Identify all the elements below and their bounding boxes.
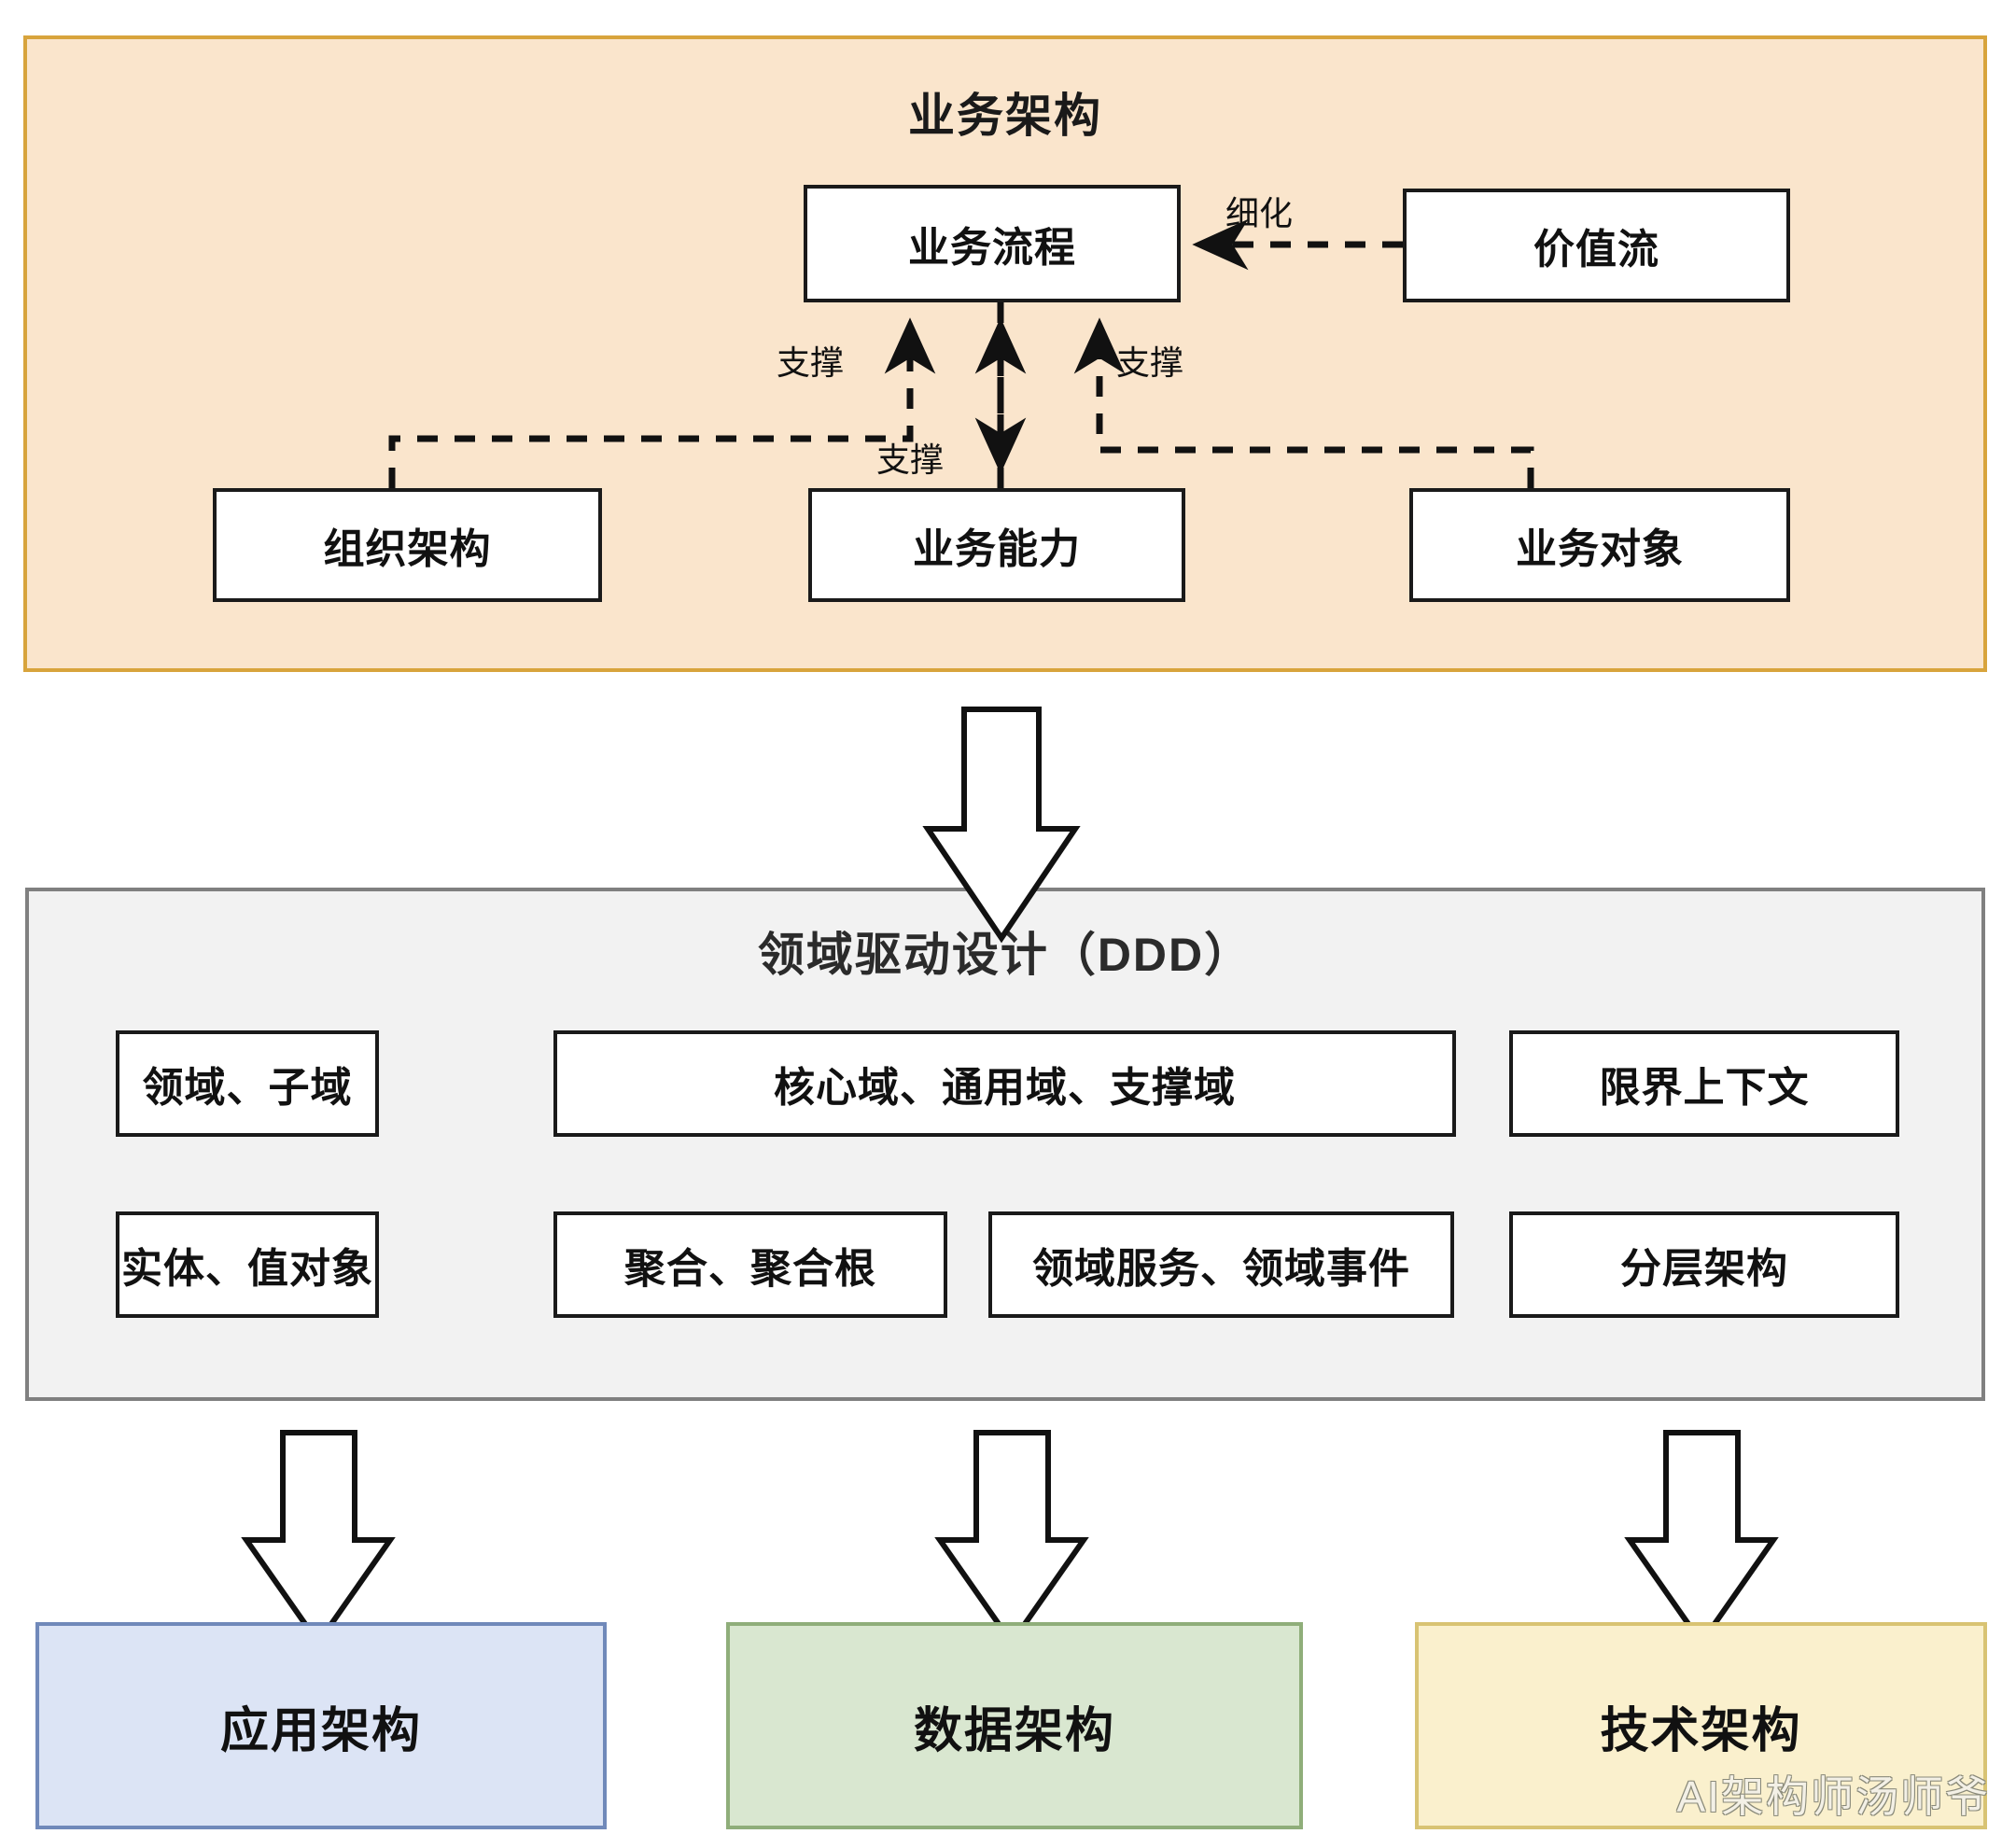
block-arrow-ddd-to-app — [241, 1430, 396, 1648]
node-value-stream[interactable]: 价值流 — [1403, 189, 1790, 302]
result-box-data-architecture[interactable]: 数据架构 — [726, 1622, 1303, 1829]
ddd-node-domain-subdomain[interactable]: 领域、子域 — [116, 1030, 379, 1137]
node-business-process[interactable]: 业务流程 — [804, 185, 1181, 302]
node-org-structure[interactable]: 组织架构 — [213, 488, 602, 602]
block-arrow-ddd-to-tech — [1624, 1430, 1779, 1648]
block-arrow-ddd-to-data — [934, 1430, 1089, 1648]
node-business-ability[interactable]: 业务能力 — [808, 488, 1185, 602]
ddd-node-entity-value-object[interactable]: 实体、值对象 — [116, 1211, 379, 1318]
ddd-node-aggregate-aggregate-root[interactable]: 聚合、聚合根 — [553, 1211, 947, 1318]
node-business-object[interactable]: 业务对象 — [1409, 488, 1790, 602]
watermark: AI架构师汤师爷 — [1676, 1772, 1990, 1821]
ddd-node-core-generic-supporting-domain[interactable]: 核心域、通用域、支撑域 — [553, 1030, 1456, 1137]
result-box-technology-architecture[interactable]: 技术架构 — [1415, 1622, 1987, 1829]
ddd-section: 领域驱动设计（DDD） — [25, 888, 1985, 1401]
result-box-application-architecture[interactable]: 应用架构 — [35, 1622, 607, 1829]
ddd-node-bounded-context[interactable]: 限界上下文 — [1509, 1030, 1899, 1137]
business-architecture-title: 业务架构 — [908, 90, 1102, 142]
ddd-title: 领域驱动设计（DDD） — [757, 929, 1253, 981]
edge-label-refine: 细化 — [1225, 194, 1294, 232]
ddd-node-layered-architecture[interactable]: 分层架构 — [1509, 1211, 1899, 1318]
edge-label-support-center: 支撑 — [876, 441, 945, 479]
edge-label-support-right: 支撑 — [1116, 343, 1184, 382]
ddd-node-domain-service-domain-event[interactable]: 领域服务、领域事件 — [988, 1211, 1454, 1318]
edge-label-support-left: 支撑 — [777, 343, 845, 382]
